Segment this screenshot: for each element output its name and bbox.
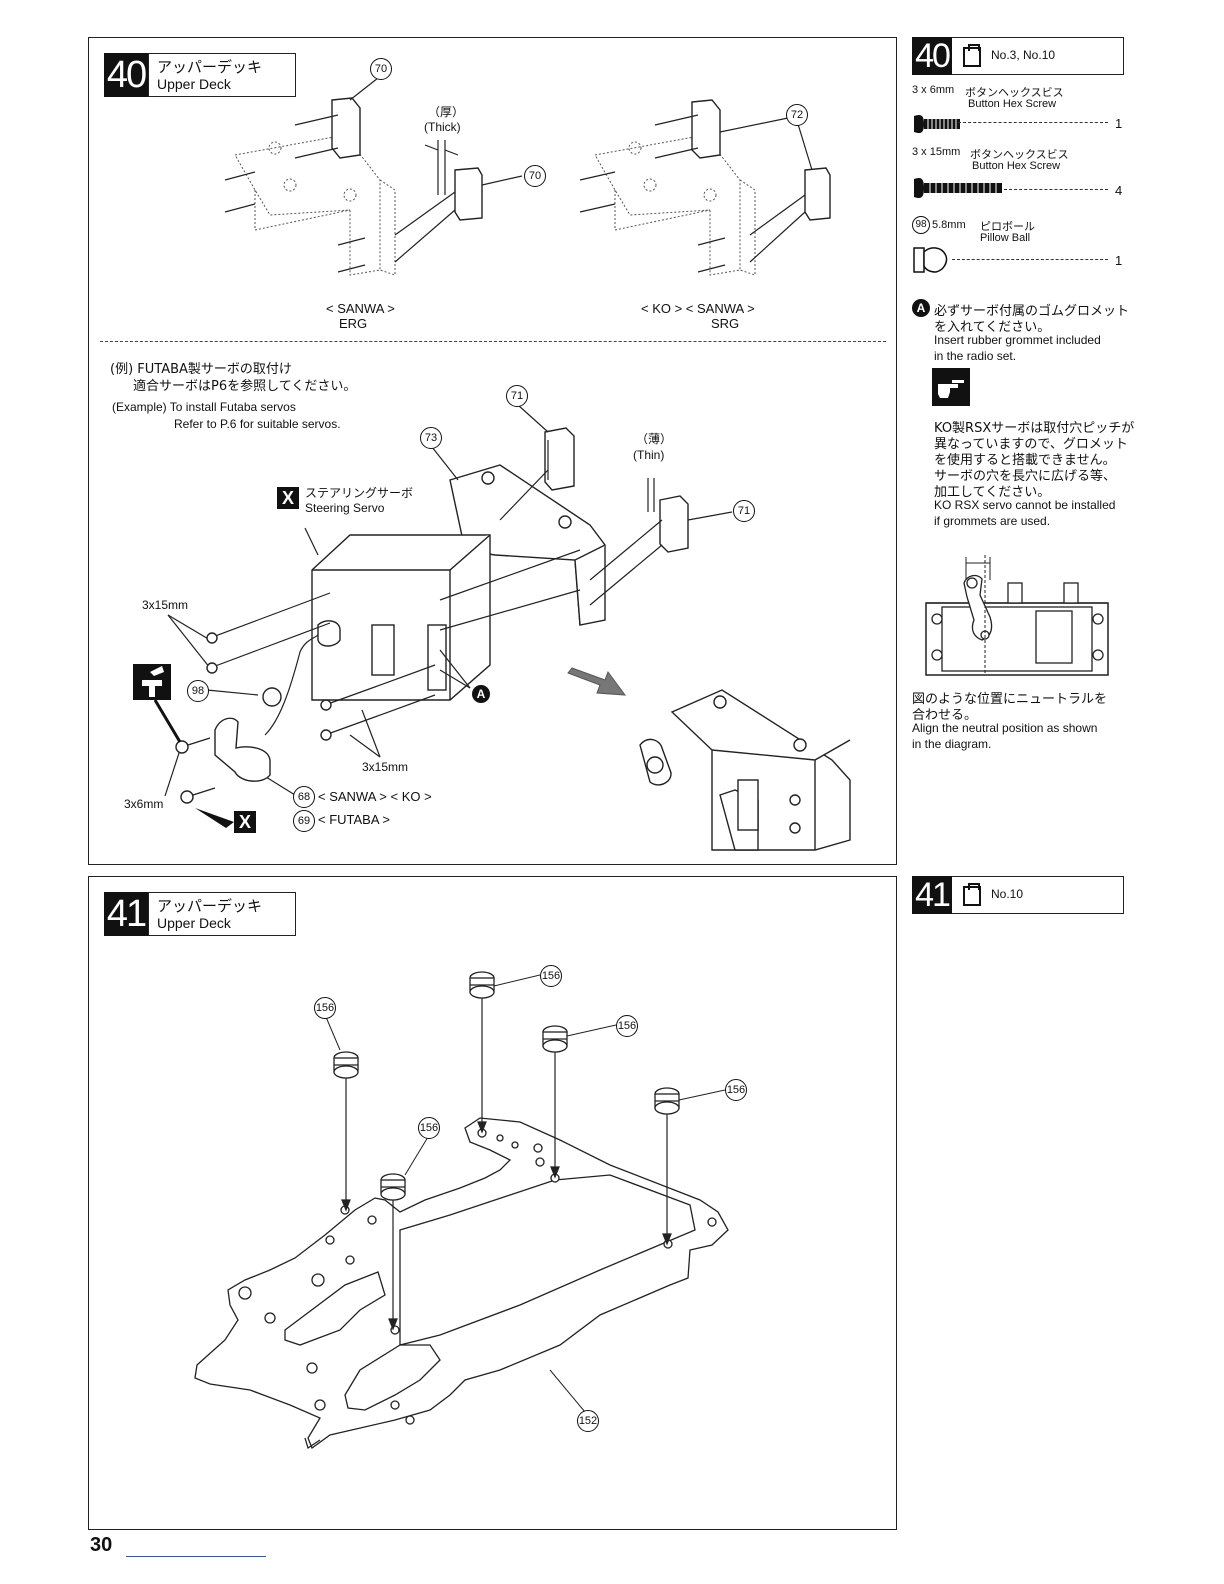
screw-3x15-icon <box>914 177 1002 199</box>
side-41-badge: 41 <box>912 876 952 914</box>
callout-73: 73 <box>420 427 442 449</box>
x-mark-horn: X <box>234 811 256 833</box>
note-a-jp-1: 必ずサーボ付属のゴムグロメット <box>934 304 1130 319</box>
part-3-jp: ピロボール <box>980 220 1035 233</box>
part-3-leader <box>952 259 1108 260</box>
callout-152: 152 <box>577 1410 599 1432</box>
neutral-jp-2: 合わせる。 <box>912 708 978 723</box>
ko-note-jp-4: サーボの穴を長穴に広げる等、 <box>934 469 1117 484</box>
screw-3x15-label-b: 3x15mm <box>362 760 409 774</box>
ko-note-jp-3: を使用すると搭載できません。 <box>934 453 1116 468</box>
callout-156-c: 156 <box>616 1015 638 1037</box>
step-40-separator <box>100 341 886 342</box>
neutral-jp-1: 図のような位置にニュートラルを <box>912 692 1108 707</box>
servo-neutral-diagram <box>925 555 1109 676</box>
ko-note-en-2: if grommets are used. <box>934 514 1051 528</box>
step-41-panel <box>88 876 897 1530</box>
step-41-title-jp: アッパーデッキ <box>157 897 263 915</box>
ko-note-jp-2: 異なっていますので、グロメット <box>934 437 1128 452</box>
part-2-size: 3 x 15mm <box>912 146 961 158</box>
thick-label-en: (Thick) <box>424 120 461 134</box>
callout-70-a: 70 <box>370 58 392 80</box>
screw-3x15-label-a: 3x15mm <box>142 598 189 612</box>
screw-3x6-icon <box>914 114 960 134</box>
step-40-title-box: アッパーデッキ Upper Deck <box>148 53 296 97</box>
neutral-en-2: in the diagram. <box>912 737 992 751</box>
part-1-size: 3 x 6mm <box>912 84 955 96</box>
label-ko-srg-1: < KO > < SANWA > <box>641 301 755 316</box>
thin-label-en: (Thin) <box>633 448 665 462</box>
part-1-qty: 1 <box>1115 116 1123 131</box>
callout-72: 72 <box>786 104 808 126</box>
step-40-panel <box>88 37 897 865</box>
step-41-title-en: Upper Deck <box>157 915 231 931</box>
callout-156-e: 156 <box>418 1117 440 1139</box>
callout-69: 69 <box>293 810 315 832</box>
callout-68: 68 <box>293 786 315 808</box>
label-ko-srg-2: SRG <box>711 316 740 331</box>
side-41-bag-label: No.10 <box>991 887 1024 901</box>
pointing-hand-icon <box>932 368 970 406</box>
example-en-2: Refer to P.6 for suitable servos. <box>174 417 341 431</box>
callout-70-b: 70 <box>524 165 546 187</box>
label-sanwa-erg-2: ERG <box>339 316 368 331</box>
side-callout-98: 98 <box>912 216 930 234</box>
page-number: 30 <box>90 1534 113 1556</box>
horn-69-label: < FUTABA > <box>318 812 391 827</box>
callout-71-a: 71 <box>506 385 528 407</box>
step-41-title-box: アッパーデッキ Upper Deck <box>148 892 296 936</box>
step-40-title-jp: アッパーデッキ <box>157 58 263 76</box>
note-a-jp-2: を入れてください。 <box>934 320 1051 335</box>
ko-note-en-1: KO RSX servo cannot be installed <box>934 498 1116 512</box>
callout-156-b: 156 <box>540 965 562 987</box>
steering-servo-en: Steering Servo <box>305 501 385 515</box>
example-jp-1: (例) FUTABA製サーボの取付け <box>110 362 292 377</box>
part-1-en: Button Hex Screw <box>968 98 1057 110</box>
screw-3x6-label: 3x6mm <box>124 797 164 811</box>
side-40-badge: 40 <box>912 37 952 75</box>
part-2-jp: ボタンヘックスビス <box>970 148 1069 161</box>
step-40-title-en: Upper Deck <box>157 76 231 92</box>
part-1-jp: ボタンヘックスビス <box>965 86 1064 99</box>
horn-68-label: < SANWA > < KO > <box>318 789 432 804</box>
steering-servo-jp: ステアリングサーボ <box>305 486 414 500</box>
a-mark: A <box>472 685 490 703</box>
callout-71-b: 71 <box>733 500 755 522</box>
label-sanwa-erg-1: < SANWA > <box>326 301 395 316</box>
note-a-en-1: Insert rubber grommet included <box>934 333 1101 347</box>
example-en-1: (Example) To install Futaba servos <box>112 400 296 414</box>
ko-note-jp-5: 加工してください。 <box>934 485 1051 500</box>
parts-bag-icon <box>963 44 981 67</box>
neutral-en-1: Align the neutral position as shown <box>912 721 1098 735</box>
side-40-bag-label: No.3, No.10 <box>991 48 1056 62</box>
part-1-leader <box>958 122 1108 123</box>
hex-wrench-icon <box>133 664 182 743</box>
example-jp-2: 適合サーボはP6を参照してください。 <box>133 379 357 394</box>
thick-label-jp: （厚） <box>428 105 465 119</box>
part-2-en: Button Hex Screw <box>972 160 1061 172</box>
callout-156-d: 156 <box>725 1079 747 1101</box>
step-41-badge: 41 <box>104 892 148 936</box>
part-3-en: Pillow Ball <box>980 232 1031 244</box>
pillow-ball-icon <box>913 247 948 273</box>
callout-156-a: 156 <box>314 997 336 1019</box>
part-3-size: 5.8mm <box>932 219 966 231</box>
footer-link-line <box>126 1556 266 1557</box>
ko-note-jp-1: KO製RSXサーボは取付穴ピッチが <box>934 421 1135 436</box>
part-3-qty: 1 <box>1115 253 1123 268</box>
x-mark-steering: X <box>277 487 299 509</box>
note-a-mark: A <box>912 299 930 317</box>
part-2-leader <box>1004 189 1108 190</box>
parts-bag-icon-41 <box>963 883 981 906</box>
thin-label-jp: （薄） <box>636 432 673 446</box>
callout-98: 98 <box>187 680 209 702</box>
step-40-badge: 40 <box>104 53 148 97</box>
part-2-qty: 4 <box>1115 183 1123 198</box>
note-a-en-2: in the radio set. <box>934 349 1017 363</box>
